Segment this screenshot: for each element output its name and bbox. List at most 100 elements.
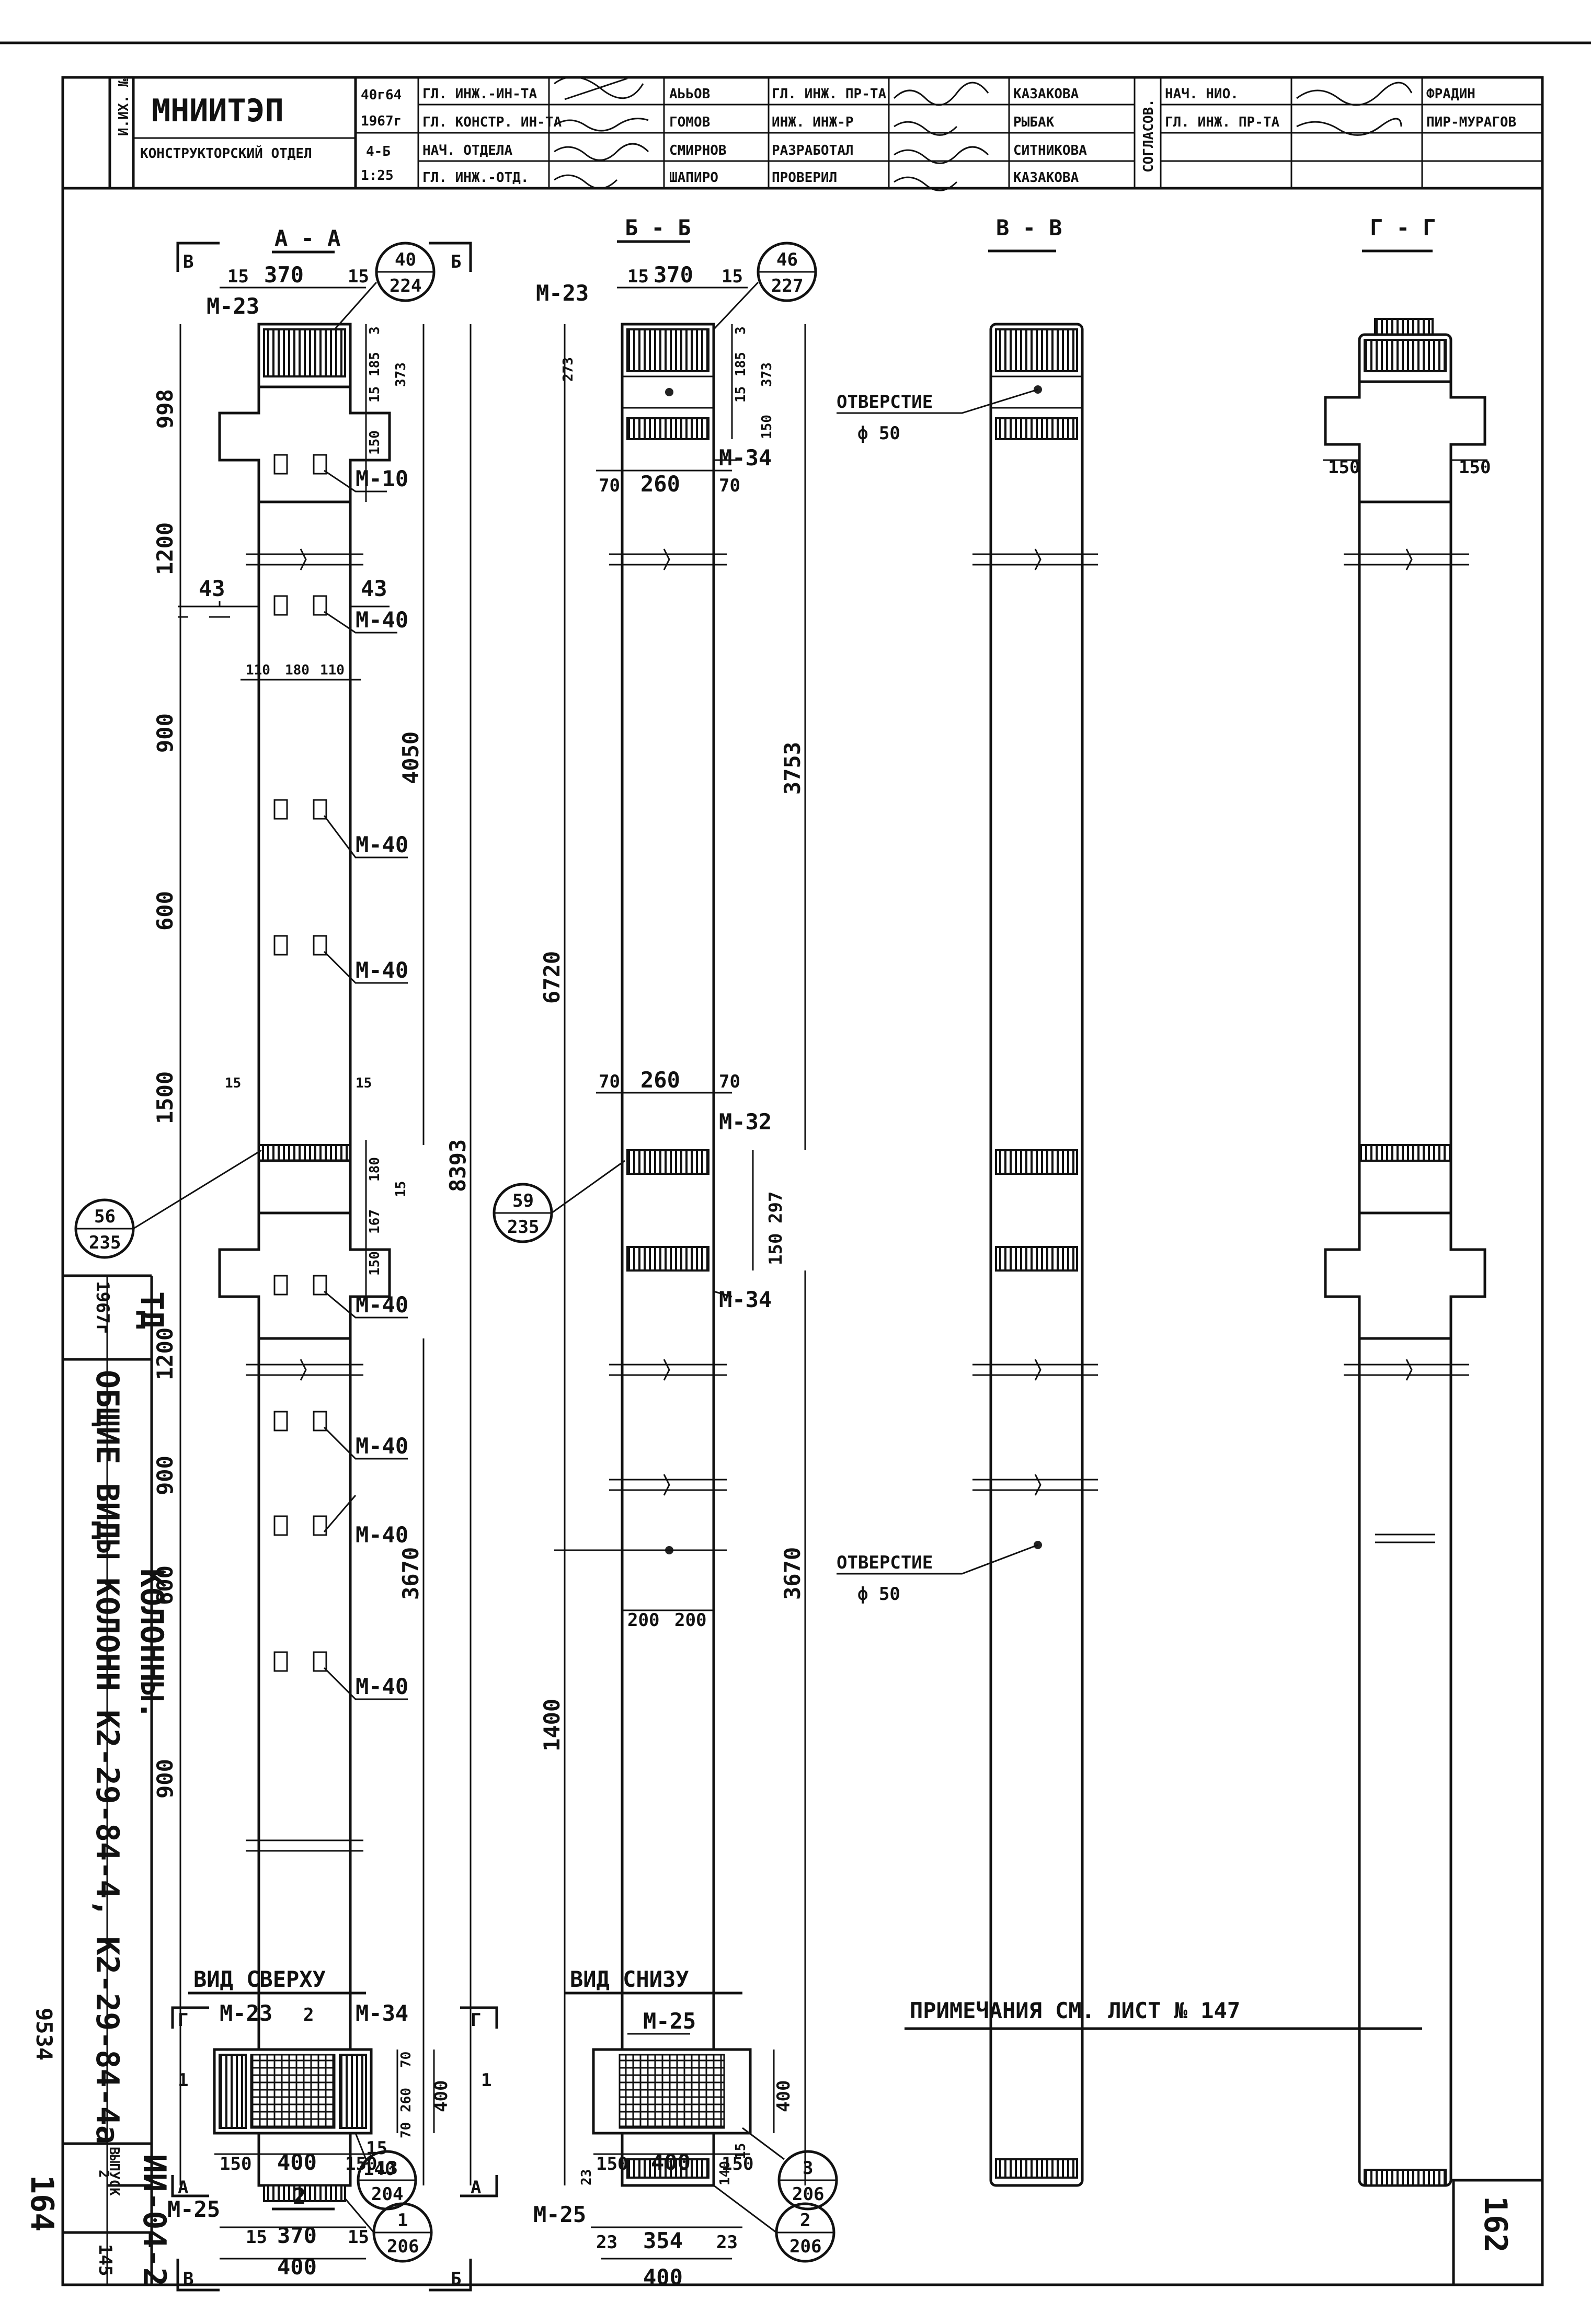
aa-nub-dim-1: 43 <box>199 576 225 601</box>
org-name: МНИИТЭП <box>152 93 284 129</box>
date-code: 40г64 <box>361 87 402 103</box>
bb-mid2-dim-1: 70 <box>599 1071 620 1092</box>
aa-side15-1: 15 <box>225 1075 241 1091</box>
bb-top-dim-2: 370 <box>654 262 693 288</box>
vv-hole-label-top: ОТВЕРСТИЕ <box>837 392 933 413</box>
top-view-label-m23: М-23 <box>220 2000 272 2026</box>
aa-rdim-2: 185 <box>367 352 383 376</box>
bb-hole-dim-2: 200 <box>674 1610 706 1631</box>
top-view-mark-1-right: 1 <box>481 2070 491 2091</box>
aa-bot-small-2: 15 <box>366 2138 387 2159</box>
view-aa-title: А - А <box>274 225 340 251</box>
name2-3: СИТНИКОВА <box>1013 143 1087 158</box>
aa-bot-small-1: 140 <box>363 2159 395 2180</box>
right-name-1: ФРАДИН <box>1426 86 1475 102</box>
role-3: НАЧ. ОТДЕЛА <box>422 143 513 158</box>
title-block: И.ИХ. № МНИИТЭП КОНСТРУКТОРСКИЙ ОТДЕЛ 40… <box>63 76 1542 191</box>
side-title: ОБЩИЕ ВИДЫ КОЛОНН К2-29-84-4, К2-29-84-4… <box>89 1370 125 2144</box>
aa-label-m23: М-23 <box>207 293 259 319</box>
aa-top-dim-2: 370 <box>264 262 304 288</box>
aa-rdim-5: 150 <box>367 430 383 455</box>
bb-rdim-2: 185 <box>733 352 749 376</box>
bottom-view-label-m25: М-25 <box>643 2008 696 2034</box>
role-1: ГЛ. ИНЖ.-ИН-ТА <box>422 86 537 102</box>
side-year: 1967г <box>92 1281 113 1334</box>
dept-name: КОНСТРУКТОРСКИЙ ОТДЕЛ <box>140 145 312 162</box>
aa-label-m40-4: М-40 <box>356 1292 408 1318</box>
top-view-callout-num: 13 <box>376 2158 398 2179</box>
approved-label: СОГЛАСОВ. <box>1141 99 1157 173</box>
aa-label-m40-7: М-40 <box>356 1674 408 1699</box>
side-series: ТД <box>133 1291 170 1329</box>
side-subtitle: КОЛОННЫ. <box>133 1569 170 1720</box>
bb-mid2-dim-3: 70 <box>719 1071 740 1092</box>
aa-bot-width: 400 <box>277 2254 317 2280</box>
right-name-2: ПИР-МУРАГОВ <box>1426 115 1516 130</box>
bb-long-dim-1: 6720 <box>539 951 565 1004</box>
aa-bot-dim-3: 15 <box>348 2227 369 2248</box>
aa-label-m40-6: М-40 <box>356 1522 408 1548</box>
top-view-mark-g-left: Г <box>178 2010 188 2031</box>
top-view-label-m34: М-34 <box>356 2000 408 2026</box>
bb-long-dim-2: 3753 <box>780 742 805 795</box>
bb-top-dim-1: 15 <box>627 266 649 287</box>
aa-callout-top-num: 40 <box>395 249 416 270</box>
top-view-bdim-1: 150 <box>220 2154 251 2174</box>
bb-bot-dim-1: 23 <box>596 2232 617 2253</box>
aa-left-dim-9: 900 <box>152 1759 178 1799</box>
aa-left-dims: 998 1200 900 600 1500 1200 900 600 900 <box>152 389 178 1799</box>
aa-cut-right-bot: Б <box>451 2269 461 2289</box>
gg-dim-2: 150 <box>1459 457 1491 478</box>
bottom-view-bdim-2: 400 <box>651 2149 691 2175</box>
bb-rdim-5: 150 <box>759 415 775 439</box>
aa-cut-left-bot: В <box>183 2269 193 2289</box>
aa-left-dim-5: 1500 <box>152 1071 178 1124</box>
view-gg-title: Г - Г <box>1370 215 1436 241</box>
bb-bot-dim-2: 354 <box>643 2228 683 2253</box>
aa-rdim-3: 15 <box>367 386 383 403</box>
bb-long-dim-6: 150 <box>765 1233 786 1265</box>
aa-left-dim-2: 1200 <box>152 522 178 575</box>
bb-long-dim-5: 297 <box>765 1192 786 1223</box>
bb-long-dim-4: 1400 <box>539 1699 565 1751</box>
bb-label-m25: М-25 <box>533 2202 586 2227</box>
page-number: 162 <box>1477 2196 1514 2252</box>
bb-mid2-dim-2: 260 <box>640 1067 680 1093</box>
view-bb-title: Б - Б <box>625 215 691 241</box>
bb-long-dim-3: 3670 <box>780 1547 805 1600</box>
aa-side15-2: 15 <box>356 1075 372 1091</box>
aa-mdim-3: 167 <box>367 1209 383 1234</box>
aa-bot-dim-1: 15 <box>246 2227 267 2248</box>
aa-rdim-1: 3 <box>367 326 383 335</box>
bottom-view-bdim-1: 150 <box>596 2154 628 2174</box>
side-block: ТД 1967г ОБЩИЕ ВИДЫ КОЛОНН К2-29-84-4, К… <box>24 1274 173 2286</box>
bb-bot-dim-3: 23 <box>716 2232 738 2253</box>
aa-bot-dim-2: 370 <box>277 2223 317 2248</box>
bb-label-m23: М-23 <box>536 280 589 306</box>
signatures <box>554 76 1413 191</box>
aa-plates <box>273 454 327 1672</box>
aa-left-dim-7: 900 <box>152 1456 178 1495</box>
view-vv-title: В - В <box>996 215 1062 241</box>
bb-callout-top-sheet: 227 <box>771 276 803 296</box>
top-view-total: 2 <box>293 2183 306 2209</box>
aa-label-m10: М-10 <box>356 466 408 491</box>
role2-4: ПРОВЕРИЛ <box>772 170 837 186</box>
aa-label-m40-1: М-40 <box>356 607 408 633</box>
side-code: ИИ-04-2 <box>136 2154 173 2286</box>
bb-rdim-4: 373 <box>759 362 775 387</box>
aa-left-dim-8: 600 <box>152 1565 178 1605</box>
bb-mid-dim-3: 70 <box>719 475 740 496</box>
aa-callout-mid-sheet: 235 <box>89 1232 121 1253</box>
top-view-mark-2: 2 <box>303 2005 314 2025</box>
bottom-view-title: ВИД СНИЗУ <box>570 1966 689 1992</box>
aa-long-dim-2: 3670 <box>398 1547 423 1600</box>
bb-rdim-1: 3 <box>733 326 749 335</box>
bb-side-dim-3: 140 <box>717 2161 733 2185</box>
side-issue: 2 <box>96 2170 111 2178</box>
aa-nub-dim-5: 110 <box>320 662 345 678</box>
gg-dim-1: 150 <box>1328 457 1360 478</box>
year: 1967г <box>361 113 402 129</box>
top-view-total-right: 400 <box>431 2080 452 2112</box>
